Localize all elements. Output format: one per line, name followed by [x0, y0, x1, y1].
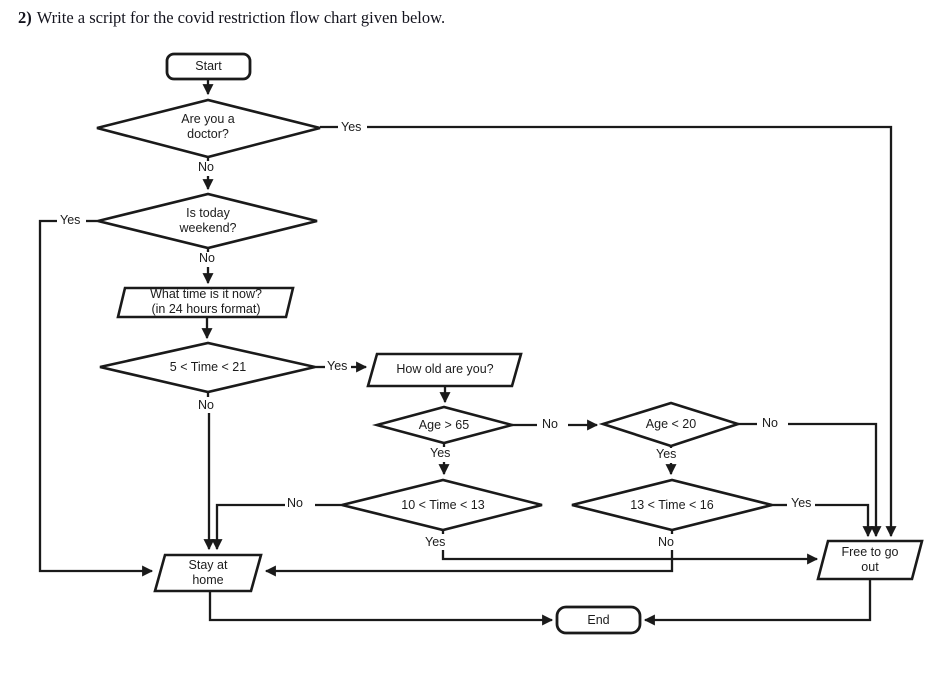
- edge-time1316-yes: [772, 503, 874, 538]
- time-13-16-label: 13 < Time < 16: [630, 498, 714, 512]
- free-to-go-out-output-shape: [816, 539, 924, 581]
- edge-label-time521-no: No: [198, 398, 214, 412]
- edge-label-doctor-yes: Yes: [341, 120, 362, 134]
- free-to-go-out-label: Free to go out: [841, 545, 899, 574]
- start-node-shape: [165, 52, 252, 81]
- time-10-13-decision-shape: [341, 478, 543, 532]
- page-title: 2)Write a script for the covid restricti…: [18, 8, 445, 28]
- age-input-shape: [366, 352, 523, 388]
- is-doctor-label: Are you a doctor?: [181, 112, 235, 141]
- stay-home-label: Stay at home: [188, 558, 228, 587]
- age-input-label: How old are you?: [396, 362, 494, 376]
- age-gt-65-label: Age > 65: [418, 418, 470, 432]
- edge-label-age65-yes: Yes: [430, 446, 451, 460]
- time-5-21-decision-shape: [99, 341, 316, 394]
- time-input-shape: [116, 286, 295, 319]
- edge-label-age65-no: No: [542, 417, 558, 431]
- edge-label-time1013-yes: Yes: [425, 535, 446, 549]
- edge-label-time1316-yes: Yes: [791, 496, 812, 510]
- time-input-label: What time is it now? (in 24 hours format…: [150, 287, 262, 316]
- edge-label-weekend-yes: Yes: [60, 213, 81, 227]
- edge-freeout-to-end: [643, 579, 872, 626]
- edge-label-age20-yes: Yes: [656, 447, 677, 461]
- edge-time521-no: [203, 392, 215, 551]
- edge-label-weekend-no: No: [199, 251, 215, 265]
- is-weekend-label: Is today weekend?: [179, 206, 237, 235]
- question-text: Write a script for the covid restriction…: [36, 8, 446, 27]
- edge-stayhome-to-end: [208, 591, 554, 626]
- edge-label-age20-no: No: [762, 416, 778, 430]
- time-13-16-decision-shape: [571, 478, 773, 532]
- age-lt-20-label: Age < 20: [645, 417, 697, 431]
- is-weekend-decision-shape: [97, 192, 318, 250]
- edge-label-time1013-no: No: [287, 496, 303, 510]
- end-node-label: End: [587, 612, 610, 627]
- edge-label-time521-yes: Yes: [327, 359, 348, 373]
- question-number: 2): [18, 8, 32, 27]
- is-doctor-decision-shape: [96, 98, 321, 159]
- age-gt-65-decision-shape: [371, 405, 518, 445]
- edge-weekend-yes: [38, 219, 154, 577]
- edge-time1013-yes: [441, 530, 819, 565]
- time-10-13-label: 10 < Time < 13: [401, 498, 485, 512]
- end-node-shape: [555, 605, 642, 635]
- start-node-label: Start: [195, 59, 222, 73]
- edge-time1013-no: [211, 503, 342, 551]
- edge-label-time1316-no: No: [658, 535, 674, 549]
- edge-doctor-yes: [320, 125, 897, 538]
- age-lt-20-decision-shape: [598, 401, 743, 448]
- edge-time1316-no: [264, 530, 674, 577]
- edge-age20-no: [738, 422, 882, 538]
- edge-label-doctor-no: No: [198, 160, 214, 174]
- time-5-21-label: 5 < Time < 21: [169, 360, 247, 374]
- stay-home-output-shape: [153, 553, 263, 593]
